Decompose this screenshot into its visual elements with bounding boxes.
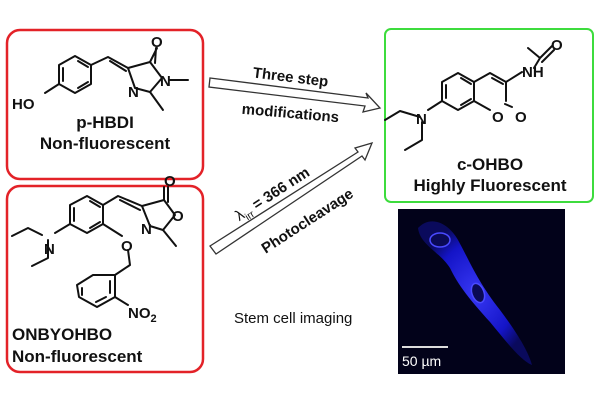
- atom-label: NH: [522, 64, 544, 81]
- atom-label: N: [44, 241, 55, 258]
- nitro-label: NO2: [128, 305, 157, 325]
- atom-label: O: [121, 238, 133, 255]
- cohbo-structure: [384, 45, 555, 151]
- onbyohbo-property: Non-fluorescent: [12, 347, 143, 366]
- atom-label: O: [151, 34, 163, 51]
- atom-label: O: [164, 173, 176, 190]
- cohbo-name: c-OHBO: [457, 155, 523, 174]
- atom-label: O: [492, 109, 504, 126]
- atom-label: N: [128, 84, 139, 101]
- stem-cell: [418, 221, 532, 365]
- atom-label: HO: [12, 96, 35, 113]
- atom-label: O: [172, 208, 184, 225]
- scale-bar-label: 50 µm: [402, 353, 441, 369]
- phbdi-property: Non-fluorescent: [40, 134, 171, 153]
- atom-label: N: [141, 221, 152, 238]
- three-step-arrow: [208, 77, 382, 113]
- atom-label: N: [160, 73, 171, 90]
- phbdi-name: p-HBDI: [76, 113, 134, 132]
- arrow-top-label-below: modifications: [241, 101, 340, 126]
- imaging-caption: Stem cell imaging: [234, 310, 352, 327]
- cohbo-box: [384, 28, 594, 203]
- atom-label: N: [416, 111, 427, 128]
- onbyohbo-structure: [11, 186, 177, 308]
- onbyohbo-name: ONBYOHBO: [12, 325, 112, 344]
- onbyohbo-box: [5, 184, 205, 374]
- atom-label: O: [515, 109, 527, 126]
- phbdi-structure: [44, 47, 189, 111]
- atom-label: O: [551, 37, 563, 54]
- photocleavage-arrow: [209, 141, 374, 255]
- phbdi-box: [5, 28, 205, 181]
- cohbo-property: Highly Fluorescent: [413, 176, 566, 195]
